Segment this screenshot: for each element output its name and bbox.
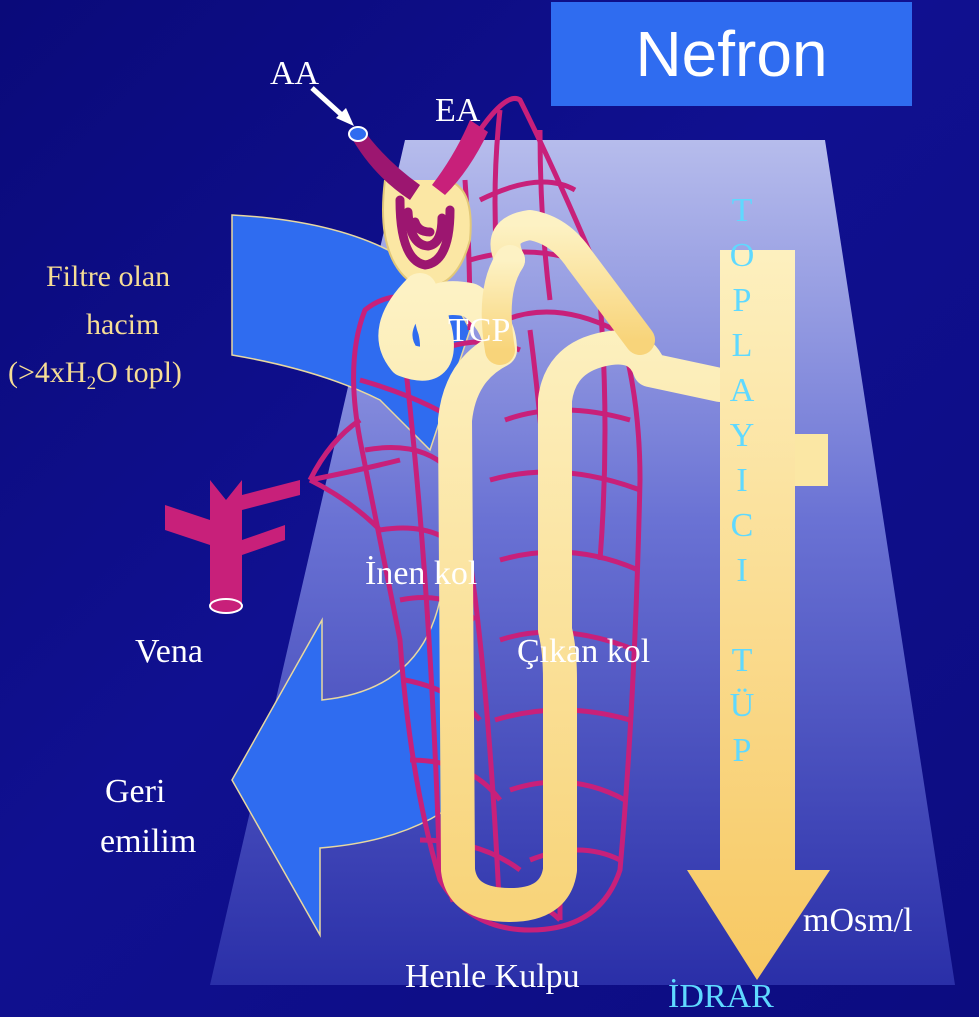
label-emilim: emilim [100,823,196,861]
label-vena: Vena [135,633,203,671]
label-filtre-line1: Filtre olan [46,260,170,294]
label-henle-kulpu: Henle Kulpu [405,958,580,996]
label-mosm: mOsm/l [803,902,913,940]
label-filtre-line2: hacim [86,308,159,342]
label-inen-kol: İnen kol [365,555,477,593]
label-idrar: İDRAR [668,978,774,1016]
label-filtre-line3-post: O topl) [96,356,182,389]
afferent-arteriole-opening [349,127,367,141]
collector-letter: I [736,458,747,503]
page-title: Nefron [635,17,827,91]
collector-letter: T [732,188,753,233]
label-filtre-line3: (>4xH2O topl) [8,356,182,395]
label-filtre-line3-pre: (>4xH [8,356,87,389]
label-ea: EA [435,92,480,130]
vein [165,480,300,613]
title-box: Nefron [551,2,912,106]
label-geri: Geri [105,773,165,811]
collecting-duct-label: T O P L A Y I C I T Ü P [722,188,762,773]
label-aa: AA [270,55,319,93]
label-tcp: TCP [448,312,510,350]
label-cikan-kol: Çıkan kol [517,633,650,671]
collector-letter: I [736,548,747,593]
collector-letter: Ü [730,683,755,728]
label-filtre-line3-sub: 2 [87,373,97,394]
aa-pointer-arrow [312,88,354,126]
collector-letter: O [730,233,755,278]
collector-letter: Y [730,413,755,458]
collector-letter: P [733,728,752,773]
collector-letter: C [731,503,754,548]
collector-letter: P [733,278,752,323]
collector-letter: T [732,638,753,683]
collector-letter: A [730,368,755,413]
collector-letter: L [732,323,753,368]
